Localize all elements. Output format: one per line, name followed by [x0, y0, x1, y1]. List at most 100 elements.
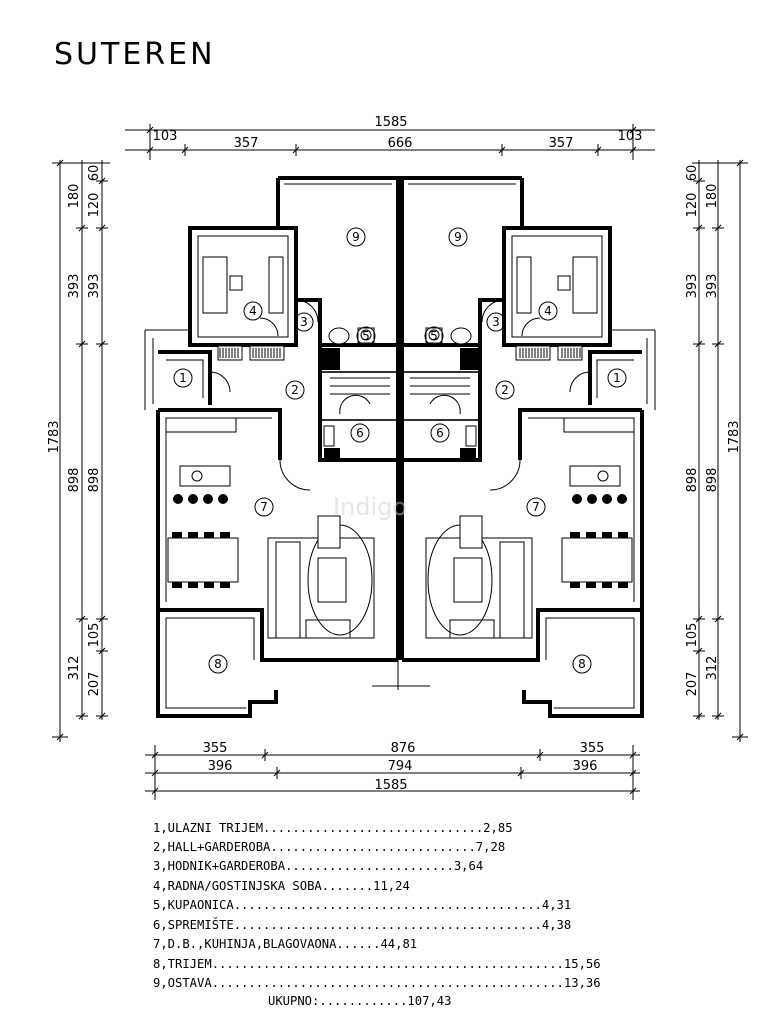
- chair: [229, 275, 243, 291]
- room-5-left: 5: [356, 326, 376, 346]
- room-6-right: 6: [430, 423, 450, 443]
- kitchen-counter: [165, 417, 237, 433]
- dim-left-total: 1783: [47, 420, 62, 453]
- room-9-right: 9: [448, 227, 468, 247]
- svg-text:5: 5: [362, 329, 370, 343]
- svg-text:7: 7: [532, 500, 540, 514]
- dim-right-b4: 898: [685, 468, 700, 493]
- sofa: [305, 619, 351, 639]
- dim-bottom-1b: 876: [391, 741, 416, 756]
- dim-left-a1: 180: [67, 184, 82, 209]
- top-dimensions: 1585 103 357 666 357 103: [125, 115, 655, 160]
- svg-text:2: 2: [501, 383, 509, 397]
- svg-text:9: 9: [352, 230, 360, 244]
- legend-total: UKUPNO:............107,43: [268, 994, 451, 1008]
- room-7-left: 7: [254, 497, 274, 517]
- legend-item: 7,D.B.,KUHINJA,BLAGOVAONA......44,81: [153, 937, 417, 951]
- room-4-left: 4: [243, 301, 263, 321]
- svg-text:3: 3: [492, 315, 500, 329]
- dining-table: [167, 537, 239, 583]
- dim-top-4: 357: [549, 136, 574, 151]
- dim-right-a4: 312: [705, 656, 720, 681]
- dim-top-total: 1585: [374, 115, 407, 130]
- legend-item: 5,KUPAONICA.............................…: [153, 898, 571, 912]
- dim-left-a2: 393: [67, 274, 82, 299]
- dim-right-b6: 207: [685, 672, 700, 697]
- armchair: [317, 515, 341, 549]
- room-5-right: 5: [424, 326, 444, 346]
- room-4-right: 4: [538, 301, 558, 321]
- room-1-right: 1: [607, 368, 627, 388]
- svg-text:4: 4: [544, 304, 552, 318]
- dim-left-b5: 105: [87, 623, 102, 648]
- svg-text:9: 9: [454, 230, 462, 244]
- kitchen-island: [179, 465, 231, 487]
- room-labels: 9 9 4 4 3 3 5 5 1 1 2 2 6 6 7 7 8 8: [173, 227, 627, 674]
- plan-title: SUTEREN: [54, 37, 216, 72]
- dim-bottom-1a: 355: [203, 741, 228, 756]
- room-2-right: 2: [495, 380, 515, 400]
- dim-bottom-total: 1585: [374, 778, 407, 793]
- dim-bottom-2b: 794: [388, 759, 413, 774]
- svg-text:7: 7: [260, 500, 268, 514]
- unit-right: [400, 176, 657, 718]
- dim-left-a4: 312: [67, 656, 82, 681]
- legend-item: 8,TRIJEM................................…: [153, 957, 601, 971]
- coffee-table: [317, 557, 347, 603]
- dim-bottom-2a: 396: [208, 759, 233, 774]
- area-legend: 1,ULAZNI TRIJEM.........................…: [153, 821, 601, 1008]
- svg-text:1: 1: [179, 371, 187, 385]
- svg-text:8: 8: [578, 657, 586, 671]
- dim-right-b2: 120: [685, 193, 700, 218]
- room-9-left: 9: [346, 227, 366, 247]
- unit-left: [144, 176, 400, 718]
- dim-top-2: 357: [234, 136, 259, 151]
- room-8-left: 8: [208, 654, 228, 674]
- dim-right-b1: 60: [685, 165, 700, 182]
- legend-item: 3,HODNIK+GARDEROBA......................…: [153, 859, 483, 873]
- dim-bottom-1c: 355: [580, 741, 605, 756]
- dim-top-3: 666: [388, 136, 413, 151]
- dim-right-b5: 105: [685, 623, 700, 648]
- legend-item: 1,ULAZNI TRIJEM.........................…: [153, 821, 513, 835]
- dim-left-a3: 898: [67, 468, 82, 493]
- bottom-dimensions: 355 876 355 396 794 396 1585: [145, 741, 640, 800]
- right-dimensions: 60 120 393 898 105 207 180 393 898 312 1…: [685, 159, 748, 742]
- dim-top-1: 103: [153, 129, 178, 144]
- dim-right-a3: 898: [705, 468, 720, 493]
- room-3-right: 3: [486, 312, 506, 332]
- left-dimensions: 1783 180 393 898 312 60 120 393 898 105 …: [47, 159, 110, 742]
- legend-item: 2,HALL+GARDEROBA........................…: [153, 840, 505, 854]
- svg-text:6: 6: [356, 426, 364, 440]
- svg-text:5: 5: [430, 329, 438, 343]
- legend-item: 9,OSTAVA................................…: [153, 976, 601, 990]
- svg-text:6: 6: [436, 426, 444, 440]
- dim-right-a2: 393: [705, 274, 720, 299]
- sofa: [275, 541, 301, 639]
- dim-left-b2: 120: [87, 193, 102, 218]
- room-3-left: 3: [294, 312, 314, 332]
- room-1-left: 1: [173, 368, 193, 388]
- svg-text:1: 1: [613, 371, 621, 385]
- svg-text:3: 3: [300, 315, 308, 329]
- svg-text:8: 8: [214, 657, 222, 671]
- svg-text:4: 4: [249, 304, 257, 318]
- desk: [202, 256, 228, 314]
- dim-right-a1: 180: [705, 184, 720, 209]
- dim-right-total: 1783: [727, 420, 742, 453]
- room-2-left: 2: [285, 380, 305, 400]
- legend-item: 6,SPREMIŠTE.............................…: [153, 917, 571, 932]
- dim-bottom-2c: 396: [573, 759, 598, 774]
- room-8-right: 8: [572, 654, 592, 674]
- dim-right-b3: 393: [685, 274, 700, 299]
- svg-text:2: 2: [291, 383, 299, 397]
- dim-top-5: 103: [618, 129, 643, 144]
- dim-left-b1: 60: [87, 165, 102, 182]
- room-6-left: 6: [350, 423, 370, 443]
- dim-left-b4: 898: [87, 468, 102, 493]
- legend-item: 4,RADNA/GOSTINJSKA SOBA.......11,24: [153, 879, 410, 893]
- wardrobe: [268, 256, 284, 314]
- watermark: Indigo: [333, 493, 407, 521]
- dim-left-b3: 393: [87, 274, 102, 299]
